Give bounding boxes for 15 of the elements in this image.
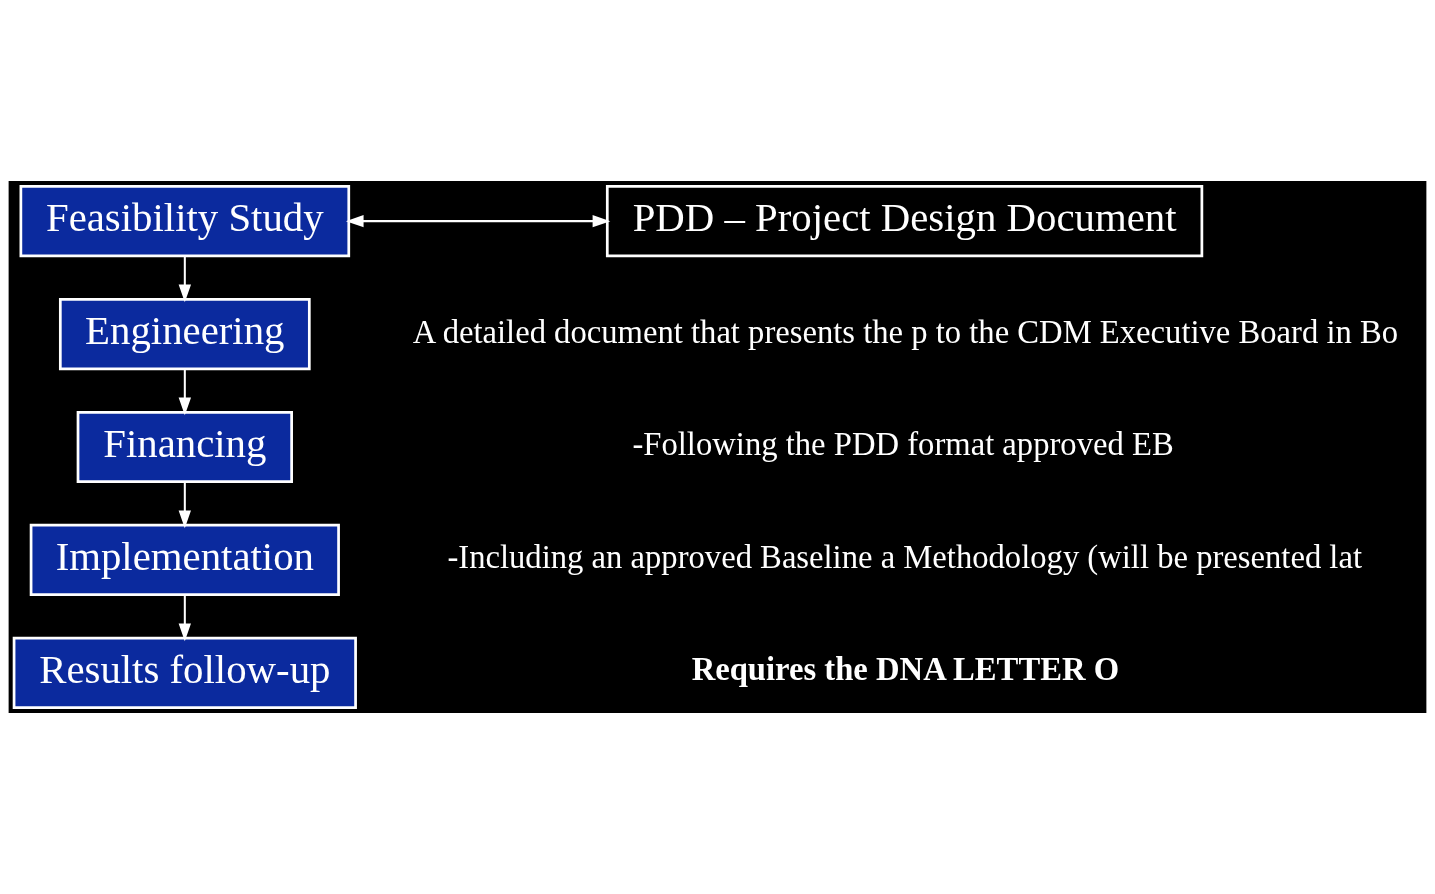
arrow: [178, 369, 191, 416]
label: -Including an approved Baseline a Methodology (will be presented lat: [447, 539, 1362, 576]
arrow: [345, 214, 611, 228]
node-box: PDD – Project Design Document: [605, 185, 1204, 258]
node-box: Results follow-up: [12, 636, 357, 709]
arrow: [178, 256, 191, 303]
label: Requires the DNA LETTER O: [691, 650, 1120, 687]
label: -Following the PDD format approved EB: [632, 426, 1174, 463]
arrow: [178, 482, 191, 529]
node-box: Financing: [76, 410, 293, 484]
label: A detailed document that presents the p to the CDM Executive Board in Bo: [412, 313, 1399, 350]
node-box: Feasibility Study: [19, 185, 351, 258]
node-box: Implementation: [29, 523, 340, 596]
node-box: Engineering: [58, 298, 311, 371]
arrow: [178, 594, 191, 642]
